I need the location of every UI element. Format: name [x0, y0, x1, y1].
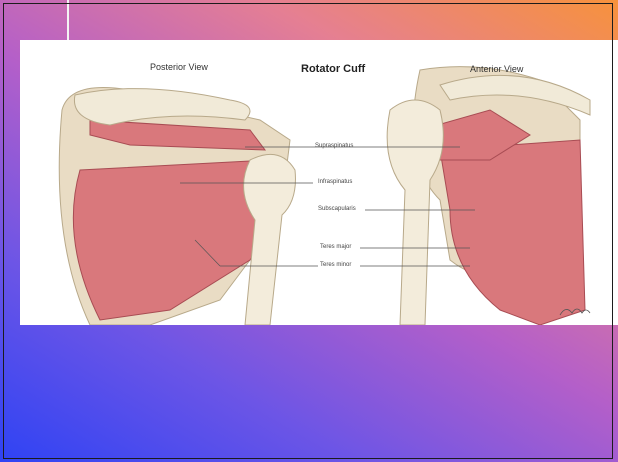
slide-frame: [3, 3, 613, 459]
